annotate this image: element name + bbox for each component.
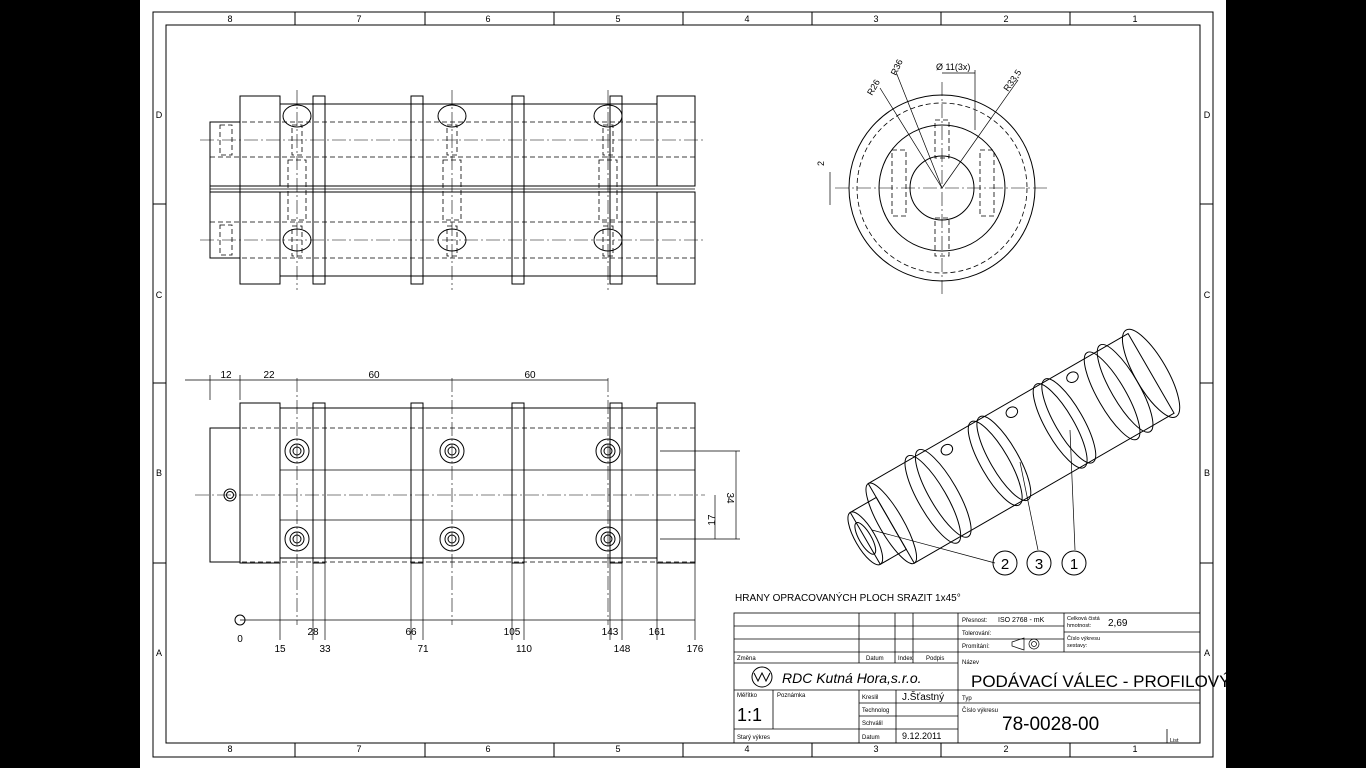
label: Datum — [862, 735, 880, 741]
zone-row-label: D — [156, 110, 163, 120]
label: Index — [898, 656, 913, 662]
dim-60: 60 — [368, 370, 380, 381]
label: Typ — [962, 696, 972, 702]
ordinate: 66 — [405, 627, 417, 638]
drawing-title: PODÁVACÍ VÁLEC - PROFILOVÝ — [971, 672, 1226, 691]
mass-value: 2,69 — [1108, 618, 1128, 629]
diameter-label: Ø 11(3x) — [936, 62, 970, 72]
label: Přesnost: — [962, 618, 988, 624]
zone-col-label: 4 — [744, 14, 749, 24]
side-view: R26 R36 Ø 11(3x) R33,5 2 — [816, 58, 1050, 294]
dim-12: 12 — [220, 370, 232, 381]
radius-label-r36: R36 — [889, 58, 905, 77]
label: Promítání: — [962, 644, 990, 650]
zone-row-label: D — [1204, 110, 1211, 120]
zone-col-label: 4 — [744, 744, 749, 754]
inner-frame — [165, 24, 1201, 744]
ordinate: 71 — [417, 644, 429, 655]
balloon-3 — [1026, 550, 1052, 576]
zone-row-label: A — [1204, 648, 1210, 658]
zone-col-label: 7 — [356, 14, 361, 24]
balloon-label: 1 — [1070, 556, 1078, 573]
label: sestavy: — [1067, 643, 1088, 649]
label: Číslo výkresu — [1067, 635, 1100, 642]
zone-col-label: 5 — [615, 14, 620, 24]
ordinate: 33 — [319, 644, 331, 655]
date-value: 9.12.2011 — [902, 731, 941, 741]
label: Číslo výkresu — [962, 707, 998, 714]
balloon-label: 2 — [1001, 556, 1009, 573]
label: Podpis — [926, 656, 944, 662]
label: Tolerování: — [962, 631, 992, 637]
label: Celková čistá — [1067, 616, 1101, 622]
drawing-number: 78-0028-00 — [1002, 714, 1099, 735]
ordinate: 110 — [516, 644, 532, 655]
drawing-sheet: 8 7 6 5 4 3 2 1 8 7 6 5 4 3 2 1 D C B A … — [140, 0, 1226, 768]
label: Změna — [737, 656, 756, 662]
label: Starý výkres — [737, 735, 770, 741]
zone-col-label: 8 — [227, 744, 232, 754]
dim-22: 22 — [263, 370, 275, 381]
dim-60: 60 — [524, 370, 536, 381]
ordinate: 105 — [504, 627, 521, 638]
zone-row-label: B — [1204, 468, 1210, 478]
label: Poznámka — [777, 693, 806, 699]
outer-frame — [152, 11, 1214, 758]
ordinate: 148 — [614, 644, 631, 655]
scale-value: 1:1 — [737, 705, 762, 725]
drawn-by: J.Šťastný — [902, 690, 944, 703]
company-logo — [751, 666, 773, 688]
label: Měřítko — [737, 693, 758, 699]
zone-col-label: 2 — [1003, 14, 1008, 24]
chamfer-note: HRANY OPRACOVANÝCH PLOCH SRAZIT 1x45° — [735, 591, 961, 604]
ordinate: 0 — [237, 634, 243, 645]
zone-grid — [153, 12, 1213, 757]
ordinate: 176 — [687, 644, 704, 655]
technical-drawing: 8 7 6 5 4 3 2 1 8 7 6 5 4 3 2 1 D C B A … — [152, 11, 1226, 758]
ordinate: 15 — [274, 644, 286, 655]
label: Technolog — [862, 708, 889, 714]
zone-col-label: 6 — [485, 14, 490, 24]
dim-label-2: 2 — [816, 161, 826, 166]
zone-row-label: C — [156, 290, 163, 300]
projection-symbol-icon — [1011, 637, 1040, 651]
plan-view: 12 22 60 60 17 34 0 28 66 105 143 161 — [185, 370, 740, 655]
zone-col-label: 7 — [356, 744, 361, 754]
balloon-label: 3 — [1035, 556, 1043, 573]
label: List — [1170, 738, 1179, 744]
dim-17: 17 — [707, 514, 718, 526]
zone-col-label: 1 — [1132, 14, 1137, 24]
label: Název — [962, 660, 979, 666]
radius-label-r26: R26 — [865, 78, 882, 97]
label: hmotnost: — [1067, 623, 1092, 629]
ordinate: 28 — [307, 627, 319, 638]
label: Datum — [866, 656, 884, 662]
zone-col-label: 8 — [227, 14, 232, 24]
zone-col-label: 3 — [873, 14, 878, 24]
zone-col-label: 5 — [615, 744, 620, 754]
dim-34: 34 — [724, 492, 735, 504]
zone-row-label: C — [1204, 290, 1211, 300]
label: Schválil — [862, 721, 883, 727]
zone-col-label: 2 — [1003, 744, 1008, 754]
ordinate: 143 — [602, 627, 619, 638]
radius-label-r33: R33,5 — [1001, 68, 1023, 93]
balloon-2 — [992, 550, 1018, 576]
isometric-view: 2 3 1 — [847, 328, 1181, 576]
zone-row-label: A — [156, 648, 162, 658]
label: Kreslil — [862, 695, 878, 701]
ordinate: 161 — [649, 627, 666, 638]
title-block: Přesnost: ISO 2768 - mK Tolerování: Prom… — [733, 612, 1226, 744]
front-view — [200, 90, 705, 290]
balloon-1 — [1061, 550, 1087, 576]
zone-row-label: B — [156, 468, 162, 478]
company-name: RDC Kutná Hora,s.r.o. — [782, 670, 922, 686]
zone-col-label: 3 — [873, 744, 878, 754]
zone-col-label: 6 — [485, 744, 490, 754]
zone-col-label: 1 — [1132, 744, 1137, 754]
tolerance-value: ISO 2768 - mK — [998, 617, 1045, 624]
